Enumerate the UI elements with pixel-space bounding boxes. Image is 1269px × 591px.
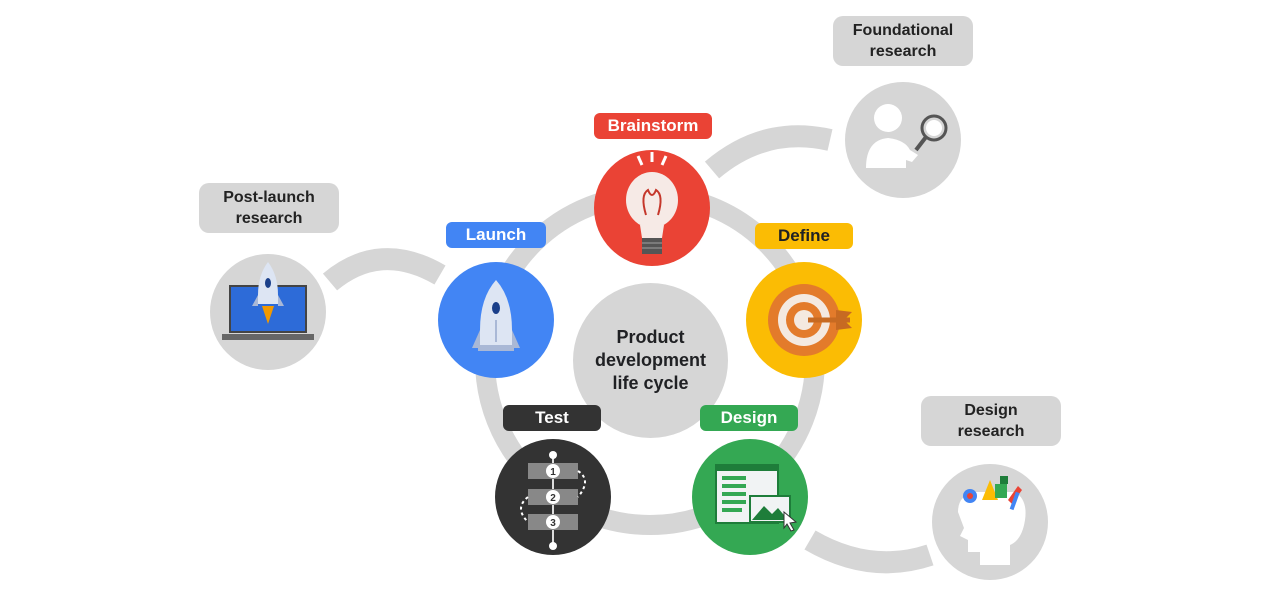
- test-steps-icon: [520, 451, 586, 550]
- design-research-line-2: research: [957, 423, 1025, 440]
- connector-foundational: [704, 125, 833, 179]
- design-research-line-1: Design: [964, 402, 1018, 419]
- design-screen-icon: [715, 464, 798, 532]
- post-launch-research-label: Post-launch research: [199, 183, 339, 233]
- center-label-line-3: life cycle: [612, 373, 689, 393]
- test-step-1: 1: [550, 467, 556, 478]
- foundational-research-line-2: research: [869, 43, 937, 60]
- brainstorm-label: Brainstorm: [594, 113, 712, 139]
- center-label-line-2: development: [594, 350, 707, 370]
- laptop-rocket-icon: [222, 262, 314, 340]
- lightbulb-icon: [626, 152, 678, 254]
- foundational-research-line-1: Foundational: [852, 22, 954, 39]
- connector-post-launch: [322, 248, 446, 291]
- magnifier-person-icon: [866, 104, 948, 168]
- center-label-line-1: Product: [616, 327, 685, 347]
- design-label: Design: [700, 405, 798, 431]
- design-research-label: Design research: [921, 396, 1061, 446]
- foundational-research-label: Foundational research: [833, 16, 973, 66]
- test-step-2: 2: [550, 493, 556, 504]
- test-label: Test: [503, 405, 601, 431]
- rocket-icon: [472, 280, 520, 351]
- define-label: Define: [755, 223, 853, 249]
- post-launch-research-line-2: research: [235, 210, 303, 227]
- target-icon: [768, 284, 852, 356]
- test-step-3: 3: [550, 518, 556, 529]
- post-launch-research-line-1: Post-launch: [223, 189, 315, 206]
- head-ideas-icon: [958, 476, 1026, 565]
- connector-design-research: [804, 530, 934, 574]
- launch-label: Launch: [446, 222, 546, 248]
